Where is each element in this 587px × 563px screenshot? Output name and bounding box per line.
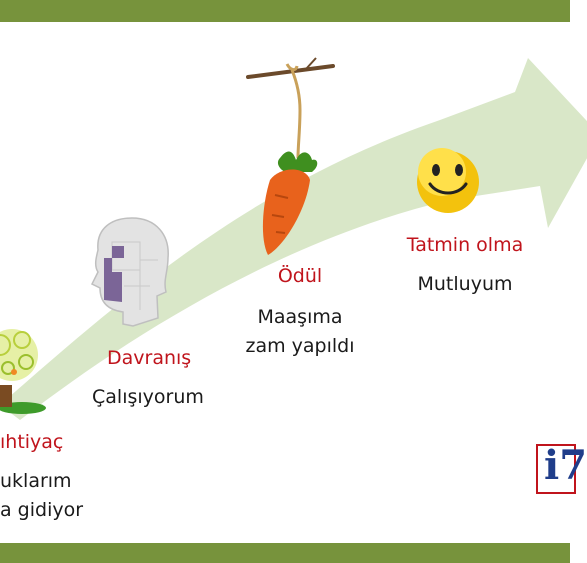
- stage-davranis-title: Davranış: [107, 347, 192, 369]
- stage-tatmin-title: Tatmin olma: [406, 234, 524, 256]
- stage-odul-line-1: Maaşıma: [257, 306, 343, 328]
- brand-logo: i7: [536, 442, 587, 494]
- top-frame-bar: [0, 0, 570, 22]
- stage-ihtiyac-line-1: uklarım: [0, 470, 72, 492]
- stage-davranis-line-1: Çalışıyorum: [92, 386, 204, 408]
- diagram-artwork: [0, 57, 587, 420]
- stage-odul-title: Ödül: [277, 265, 323, 287]
- brand-logo-text: i7: [544, 442, 587, 489]
- smiley-icon: [417, 148, 479, 213]
- stage-tatmin-line-1: Mutluyum: [417, 273, 513, 295]
- stage-ihtiyac-title: ıhtiyaç: [0, 431, 64, 453]
- bottom-frame-bar: [0, 543, 570, 563]
- carrot-on-stick-icon: [246, 57, 335, 255]
- puzzle-head-icon: [90, 217, 169, 327]
- stage-ihtiyac-line-2: a gidiyor: [0, 499, 84, 521]
- stage-odul-line-2: zam yapıldı: [245, 335, 355, 357]
- tree-icon: [0, 329, 46, 414]
